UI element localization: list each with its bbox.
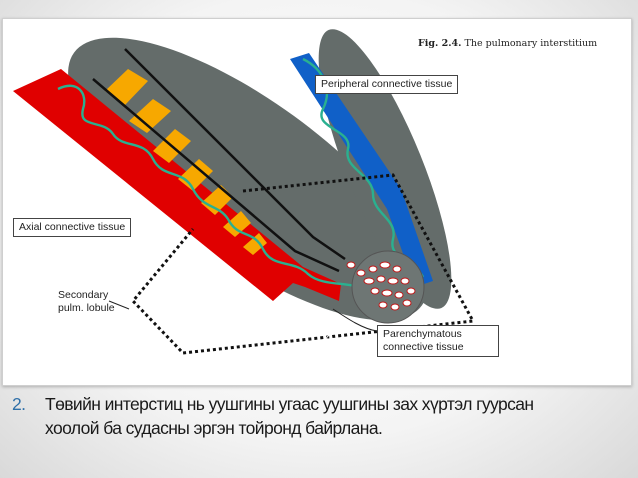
pulmonary-interstitium-diagram bbox=[13, 29, 476, 355]
lymphatic-vessels bbox=[57, 57, 425, 291]
alveoli-cluster bbox=[346, 261, 416, 311]
caption-line-2: хоолой ба судасны эргэн тойронд байрлана… bbox=[45, 418, 383, 438]
figure-panel: Fig. 2.4. The pulmonary interstitium Per… bbox=[2, 18, 632, 386]
pulmonary-vein-shape bbox=[290, 53, 433, 287]
secondary-lobule-label: Secondary pulm. lobule bbox=[58, 289, 115, 314]
airway-outline bbox=[92, 48, 346, 273]
slide-caption: 2. Төвийн интерстиц нь уушгины угаас уушг… bbox=[12, 392, 627, 440]
caption-line-1: Төвийн интерстиц нь уушгины угаас уушгин… bbox=[45, 394, 534, 414]
parenchymatous-connective-tissue-label: Parenchymatous connective tissue bbox=[377, 325, 499, 357]
acinus-shape bbox=[351, 250, 425, 324]
caption-number: 2. bbox=[12, 394, 26, 414]
secondary-lobule-boundary bbox=[130, 173, 476, 355]
cartilage-rings bbox=[105, 69, 267, 255]
peripheral-connective-tissue-label: Peripheral connective tissue bbox=[315, 75, 459, 94]
figure-title: Fig. 2.4. The pulmonary interstitium bbox=[418, 38, 598, 49]
axial-connective-tissue-label: Axial connective tissue bbox=[13, 218, 132, 237]
label-leader-lines bbox=[108, 300, 378, 332]
